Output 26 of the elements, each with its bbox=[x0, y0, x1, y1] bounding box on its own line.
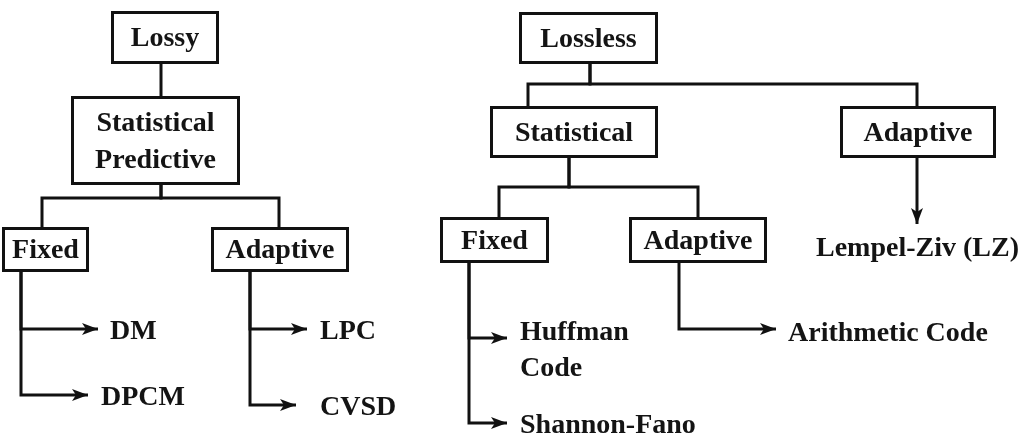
method-label: Huffman Code bbox=[520, 313, 629, 385]
arrow bbox=[19, 272, 88, 401]
category-box: Fixed bbox=[440, 217, 549, 263]
category-box: Adaptive bbox=[211, 227, 349, 272]
category-box: Lossless bbox=[519, 12, 658, 64]
arrow bbox=[911, 158, 923, 224]
method-label: Lempel-Ziv (LZ) bbox=[816, 233, 1019, 261]
category-box: Fixed bbox=[2, 227, 89, 272]
method-label: Arithmetic Code bbox=[788, 318, 988, 346]
method-label: Shannon-Fano bbox=[520, 410, 696, 438]
connector-line bbox=[159, 185, 281, 227]
connector-line bbox=[588, 64, 919, 106]
category-box: Adaptive bbox=[629, 217, 767, 263]
connector-line bbox=[567, 158, 700, 217]
arrow bbox=[677, 263, 776, 335]
method-label: DM bbox=[110, 316, 157, 344]
method-label: DPCM bbox=[101, 382, 185, 410]
category-box: Statistical bbox=[490, 106, 658, 158]
arrow bbox=[467, 263, 507, 429]
arrow bbox=[248, 272, 296, 411]
category-box: Adaptive bbox=[840, 106, 996, 158]
category-box: Statistical Predictive bbox=[71, 96, 240, 185]
method-label: CVSD bbox=[320, 392, 397, 420]
connector-line bbox=[159, 64, 163, 96]
method-label: LPC bbox=[320, 316, 376, 344]
category-box: Lossy bbox=[111, 11, 219, 64]
